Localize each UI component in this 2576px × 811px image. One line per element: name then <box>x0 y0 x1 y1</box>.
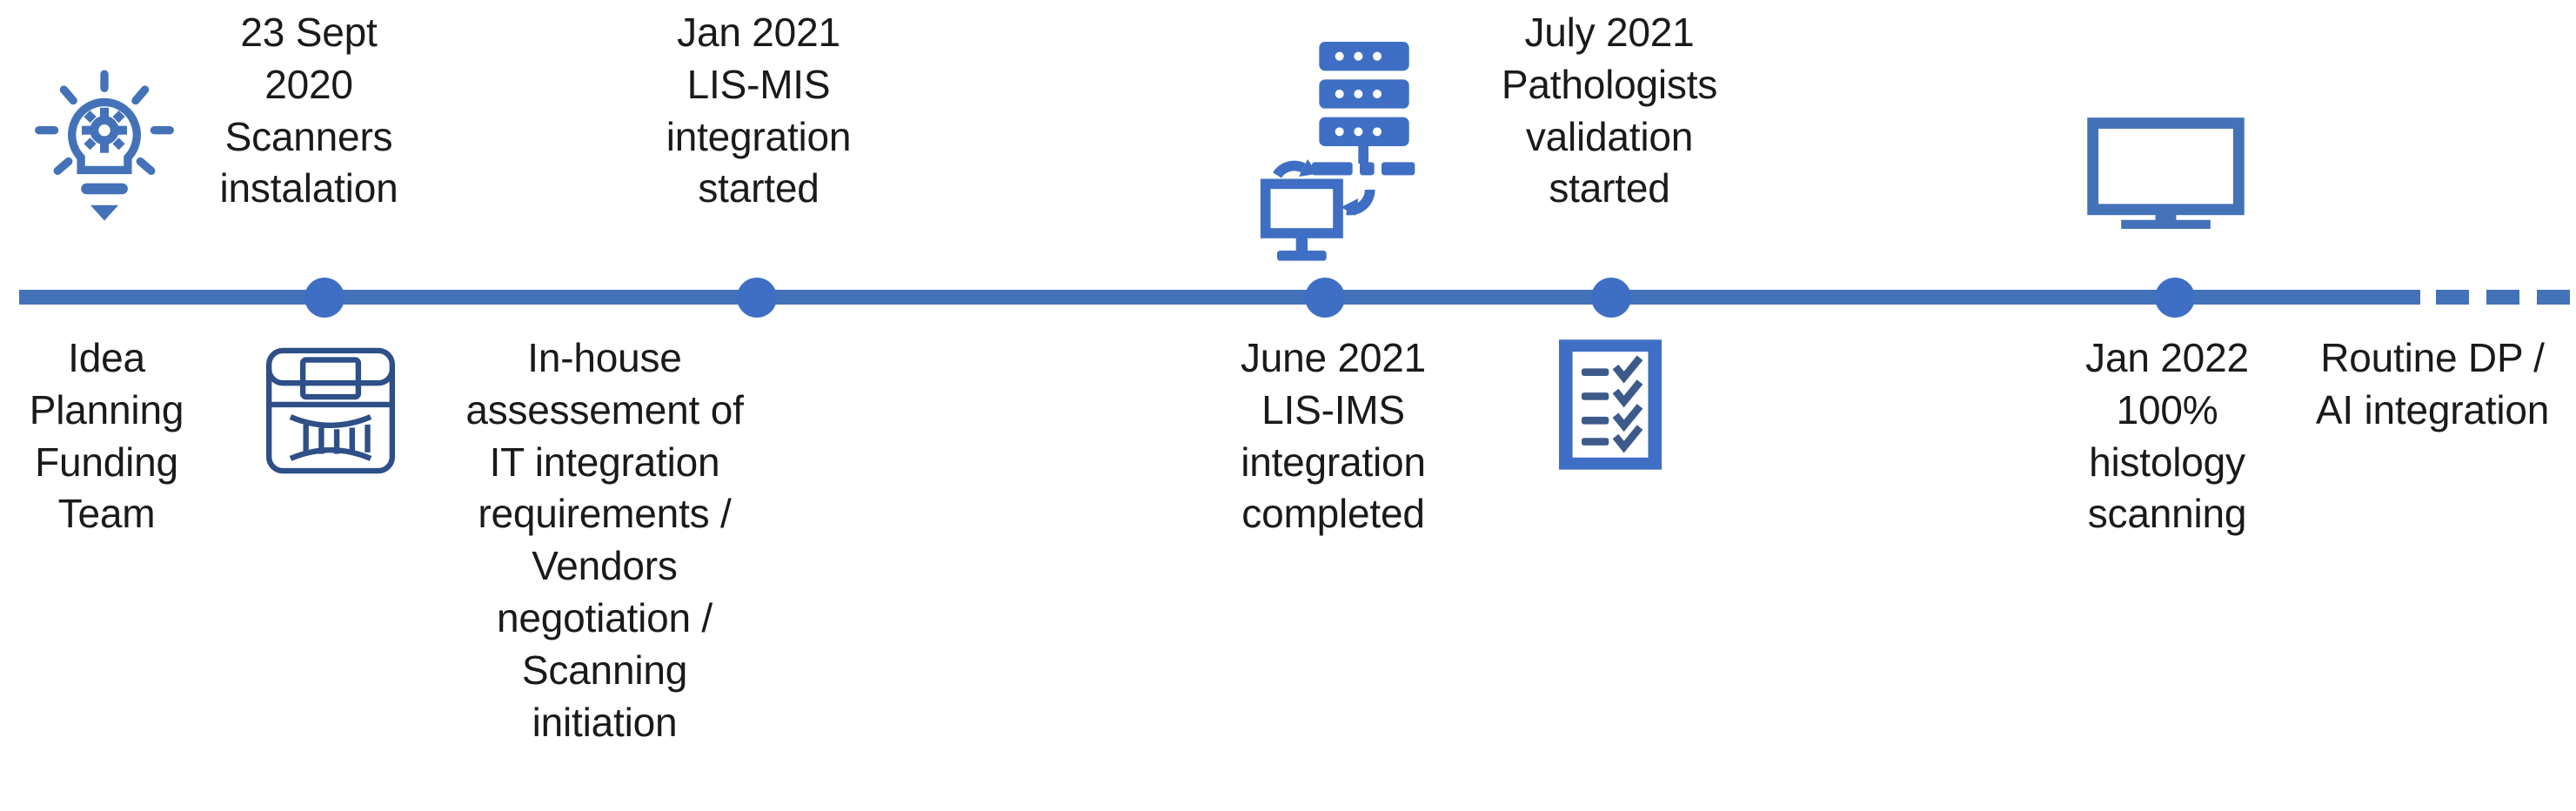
milestone-label-lis-ims-integration-completed: June 2021 LIS-IMS integration completed <box>1240 335 1427 537</box>
timeline-dot-lis-ims-integration-completed[interactable] <box>1305 278 1345 318</box>
monitor-icon <box>2085 116 2246 229</box>
scanner-icon <box>257 341 405 480</box>
lightbulb-gear-icon <box>26 68 183 233</box>
milestone-label-histology-scanning: Jan 2022 100% histology scanning <box>2085 335 2249 537</box>
milestone-label-idea-planning: Idea Planning Funding Team <box>29 335 184 537</box>
milestone-label-scanners-installation: 23 Sept 2020 Scanners instalation <box>219 10 398 211</box>
timeline-dot-pathologists-validation-started[interactable] <box>1591 278 1631 318</box>
milestone-label-pathologists-validation-started: July 2021 Pathologists validation starte… <box>1501 10 1718 211</box>
timeline-axis-dash-3 <box>2537 290 2570 305</box>
timeline-axis <box>19 290 2420 305</box>
timeline-dot-histology-scanning[interactable] <box>2155 278 2195 318</box>
milestone-label-in-house-assessment: In-house assessement of IT integration r… <box>465 335 744 745</box>
server-sync-icon <box>1260 33 1416 268</box>
checklist-icon <box>1553 335 1668 474</box>
milestone-label-routine-dp-ai-integration: Routine DP / AI integration <box>2315 335 2550 432</box>
timeline-dot-scanners-installation[interactable] <box>304 278 345 318</box>
timeline-axis-dash-1 <box>2436 290 2469 305</box>
milestone-label-lis-mis-integration-started: Jan 2021 LIS-MIS integration started <box>666 10 852 211</box>
timeline-axis-dash-2 <box>2486 290 2519 305</box>
timeline-dot-lis-mis-integration-started[interactable] <box>737 278 777 318</box>
